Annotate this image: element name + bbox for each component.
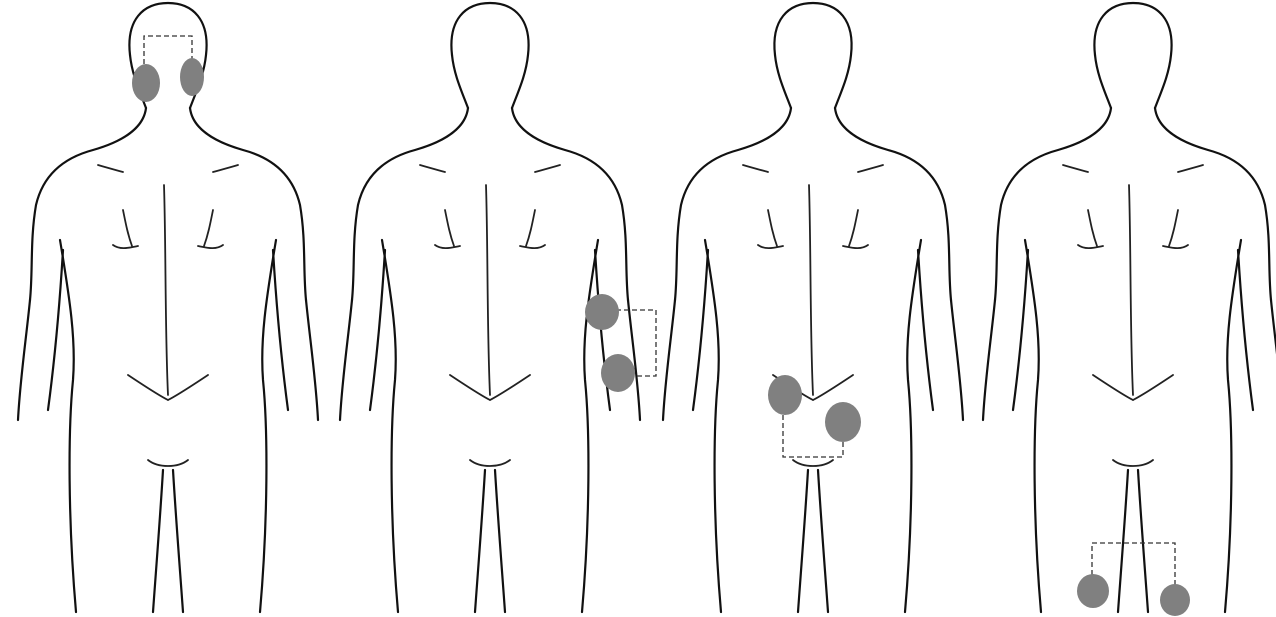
electrode-pad-1b	[180, 58, 204, 96]
body-figure-3	[663, 3, 963, 612]
electrode-pad-1a	[132, 64, 160, 102]
electrode-connector-4	[1092, 543, 1175, 585]
body-figure-2	[340, 3, 656, 612]
electrode-pad-2b	[601, 354, 635, 392]
electrode-connector-1	[144, 36, 192, 64]
electrode-pad-4a	[1077, 574, 1109, 608]
body-figure-1	[18, 3, 318, 612]
electrode-pad-3a	[768, 375, 802, 415]
electrode-pad-2a	[585, 294, 619, 330]
electrode-pad-3b	[825, 402, 861, 442]
body-figure-4	[983, 3, 1276, 616]
electrode-pad-4b	[1160, 584, 1190, 616]
